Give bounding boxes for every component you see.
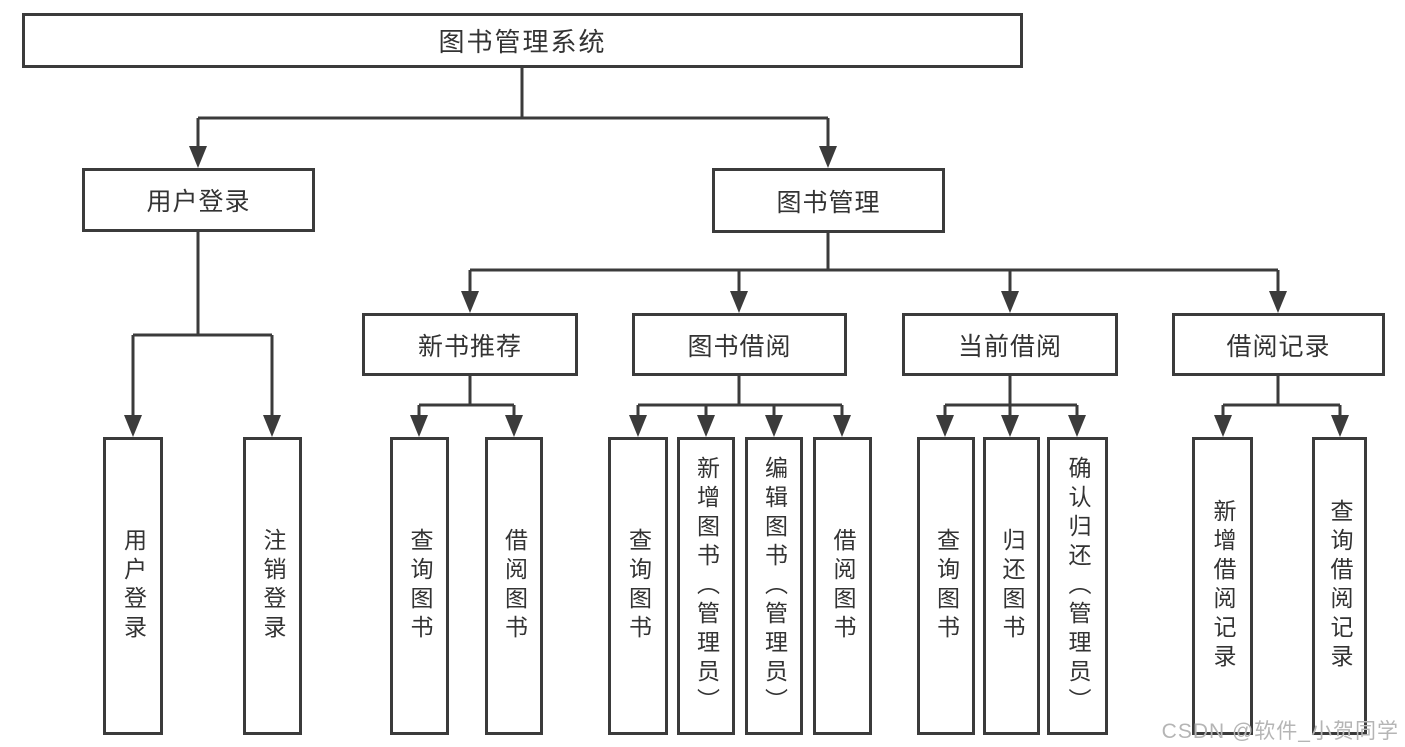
node-library-management-system: 图书管理系统 (22, 13, 1023, 68)
node-user-login-leaf: 用户登录 (103, 437, 163, 735)
node-label: 新增图书（管理员） (693, 455, 720, 717)
node-add-books-admin: 新增图书（管理员） (677, 437, 735, 735)
node-edit-books-admin: 编辑图书（管理员） (745, 437, 803, 735)
node-label: 注销登录 (260, 528, 286, 644)
node-add-borrow-record: 新增借阅记录 (1192, 437, 1253, 735)
node-label: 查询借阅记录 (1327, 499, 1353, 673)
node-logout: 注销登录 (243, 437, 302, 735)
node-new-book-recommendation: 新书推荐 (362, 313, 578, 376)
node-label: 归还图书 (999, 528, 1025, 644)
node-label: 查询图书 (407, 528, 433, 644)
node-label: 新增借阅记录 (1210, 499, 1236, 673)
node-return-books: 归还图书 (983, 437, 1040, 735)
node-borrowing-records: 借阅记录 (1172, 313, 1385, 376)
node-label: 确认归还（管理员） (1065, 455, 1091, 717)
node-user-login: 用户登录 (82, 168, 315, 232)
node-book-borrowing: 图书借阅 (632, 313, 847, 376)
node-book-management: 图书管理 (712, 168, 945, 233)
node-label: 编辑图书（管理员） (761, 455, 788, 717)
node-label: 借阅图书 (830, 528, 856, 644)
node-label: 查询图书 (625, 528, 652, 644)
node-label: 查询图书 (933, 528, 960, 644)
node-query-books-2: 查询图书 (608, 437, 668, 735)
node-query-books-3: 查询图书 (917, 437, 975, 735)
node-current-borrowing: 当前借阅 (902, 313, 1118, 376)
node-confirm-return-admin: 确认归还（管理员） (1047, 437, 1108, 735)
node-query-borrow-record: 查询借阅记录 (1312, 437, 1367, 735)
csdn-watermark: CSDN @软件_小贺同学 (1161, 720, 1399, 743)
node-query-books-1: 查询图书 (390, 437, 449, 735)
node-borrow-books-2: 借阅图书 (813, 437, 872, 735)
node-label: 用户登录 (120, 528, 147, 644)
node-borrow-books-1: 借阅图书 (485, 437, 543, 735)
node-label: 借阅图书 (501, 528, 528, 644)
